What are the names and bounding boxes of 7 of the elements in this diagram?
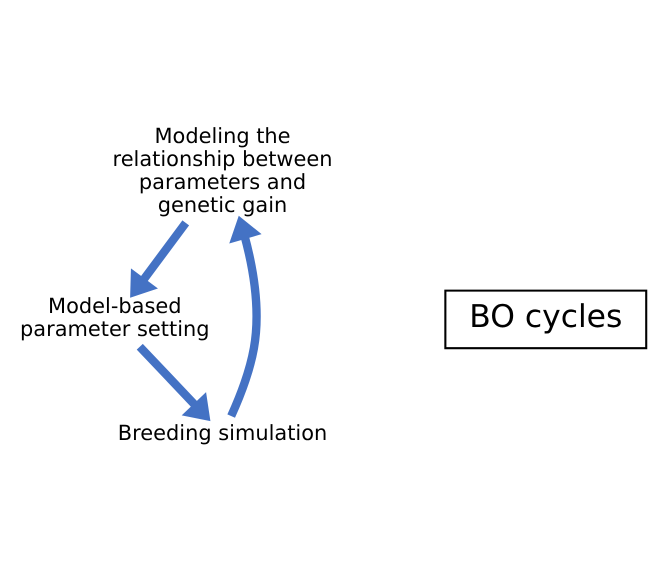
node-text: Model-based parameter setting <box>20 294 210 342</box>
node-box: BO cycles <box>444 290 648 350</box>
arrow <box>136 344 210 422</box>
arrow <box>130 220 190 298</box>
node-text: Breeding simulation <box>118 421 328 446</box>
node-text: Modeling the relationship between parameters and genetic gain <box>112 124 332 218</box>
arrow <box>227 216 262 418</box>
